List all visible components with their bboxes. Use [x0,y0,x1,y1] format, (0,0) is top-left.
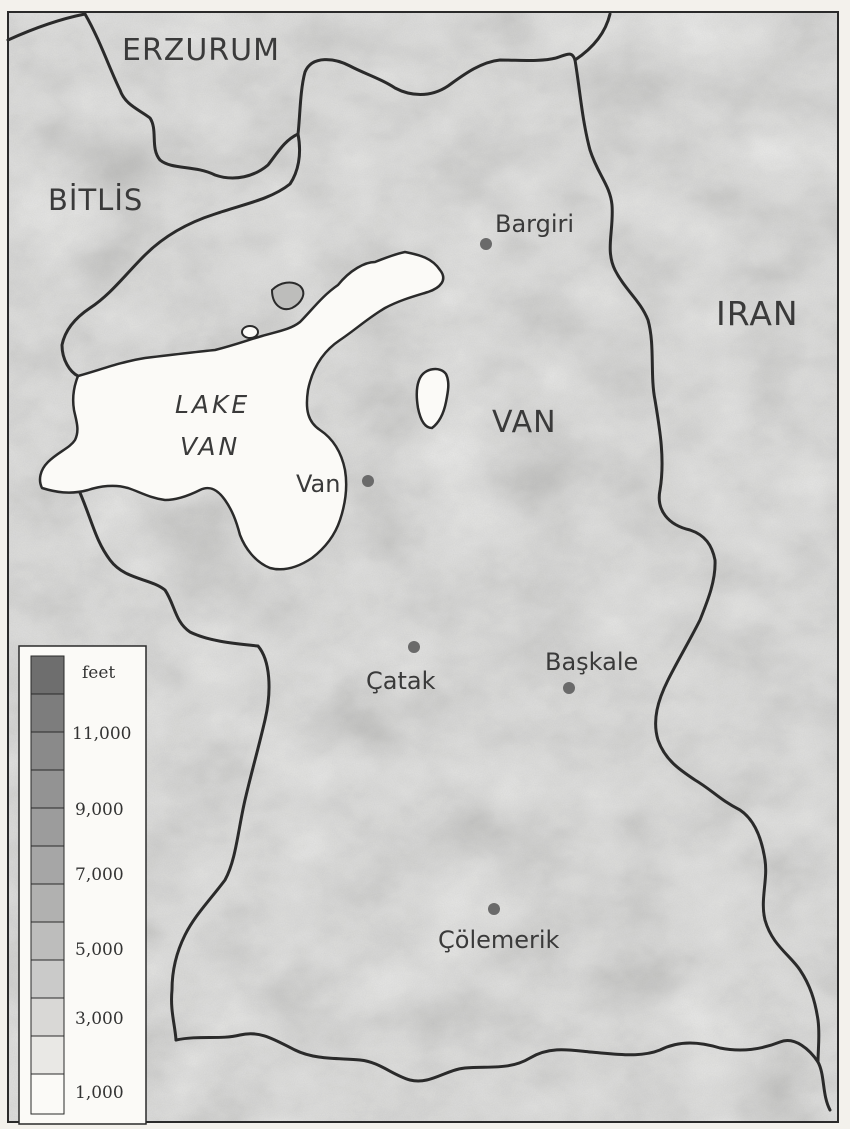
legend-swatch-4 [30,769,65,809]
map-frame [7,11,839,1123]
region-label-erzurum: ERZURUM [122,33,280,68]
legend-label-11000: 11,000 [72,724,131,744]
city-dot-baskale [563,682,575,694]
region-label-iran: IRAN [716,294,799,333]
city-dot-catak [408,641,420,653]
relief-shading [8,12,838,1122]
city-bargiri: Bargiri [480,210,574,250]
city-colemerik: Çölemerik [438,903,560,954]
city-baskale: Başkale [545,648,638,694]
legend-swatch-1 [30,655,65,695]
city-label-baskale: Başkale [545,648,638,676]
small-lake [415,367,450,430]
legend-swatches [30,655,65,1115]
city-dot-colemerik [488,903,500,915]
legend-swatch-8 [30,921,65,961]
legend-swatch-11 [30,1035,65,1075]
legend-unit: feet [82,663,115,683]
elevation-legend: feet 11,000 9,000 7,000 5,000 3,000 1,00… [18,645,147,1125]
legend-swatch-7 [30,883,65,923]
city-dot-van [362,475,374,487]
region-label-van: VAN [492,405,557,440]
legend-swatch-2 [30,693,65,733]
legend-label-9000: 9,000 [75,800,124,820]
lake-label-line2: VAN [180,432,240,461]
city-label-catak: Çatak [366,667,436,695]
city-label-bargiri: Bargiri [495,210,574,238]
legend-swatch-3 [30,731,65,771]
region-label-bitlis: BİTLİS [48,183,143,217]
legend-label-1000: 1,000 [75,1083,124,1103]
city-dot-bargiri [480,238,492,250]
legend-label-3000: 3,000 [75,1009,124,1029]
lake-north-inlet [270,281,305,310]
legend-label-7000: 7,000 [75,865,124,885]
lake-island [241,325,259,339]
legend-swatch-5 [30,807,65,847]
lake-van [38,250,445,571]
city-label-colemerik: Çölemerik [438,926,560,954]
legend-label-5000: 5,000 [75,940,124,960]
legend-swatch-6 [30,845,65,885]
city-label-van: Van [296,470,340,498]
province-borders [6,12,832,1112]
city-catak: Çatak [366,641,436,695]
lake-label-line1: LAKE [175,390,250,419]
city-van: Van [296,470,374,498]
legend-swatch-9 [30,959,65,999]
legend-swatch-10 [30,997,65,1037]
legend-swatch-12 [30,1073,65,1115]
